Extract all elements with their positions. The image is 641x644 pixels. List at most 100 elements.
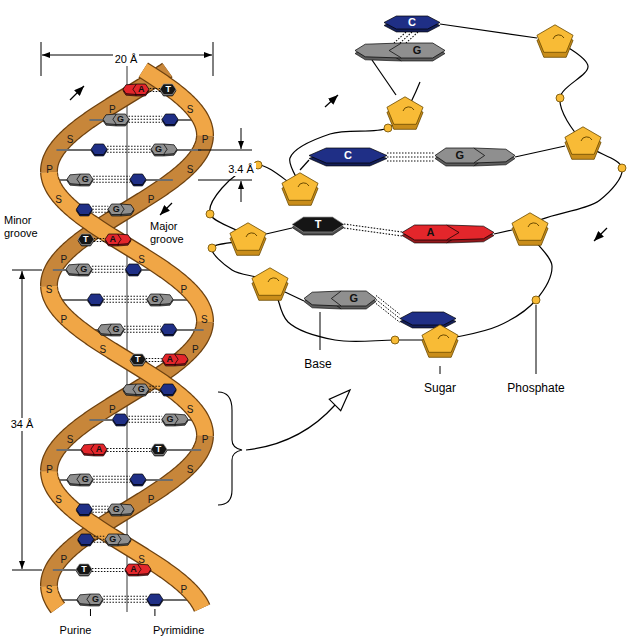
base-stick: [56, 149, 91, 151]
dimension-tick: [12, 270, 42, 271]
backbone-letter: P: [148, 194, 155, 206]
glycosidic-bond: [515, 146, 565, 157]
hydrogen-bond: [103, 296, 146, 297]
sugar-ring: [438, 335, 449, 339]
base-letter: T: [292, 217, 344, 232]
leader-line: [154, 609, 155, 616]
base-face: [147, 594, 163, 605]
base-node: G: [105, 534, 131, 546]
base-face: [162, 354, 178, 365]
pyrimidine-base: [400, 312, 456, 328]
sugar: [282, 173, 318, 201]
backbone-letter: P: [181, 584, 188, 596]
label-holder: S: [138, 549, 145, 567]
base-letter: G: [151, 144, 167, 155]
backbone-ribbon-edge: [49, 286, 205, 436]
base-letter: T: [78, 234, 94, 245]
base-letter: T: [160, 84, 176, 95]
base-node: G: [98, 324, 124, 336]
label-holder: Base: [304, 354, 331, 372]
sugar: [387, 97, 423, 125]
base-letter: A: [125, 564, 141, 575]
base-node: G: [108, 204, 134, 216]
hydrogen-bond: [92, 509, 108, 510]
base-letter: C: [384, 16, 440, 29]
glycosidic-bond: [494, 230, 512, 234]
backbone-letter: S: [187, 464, 194, 476]
dimension-tick: [198, 180, 252, 181]
backbone-letter: S: [187, 104, 194, 116]
hydrogen-bond: [92, 568, 126, 569]
dimension-label: 34 Å: [9, 418, 36, 431]
hydrogen-bond: [400, 32, 412, 43]
hydrogen-bond: [92, 269, 126, 270]
hydrogen-bond: [92, 506, 108, 507]
hydrogen-bond: [376, 304, 400, 323]
hydrogen-bond: [92, 212, 108, 213]
hydrogen-bond: [94, 241, 105, 242]
label-holder: Minor groove: [4, 214, 50, 241]
pyrimidine-base: [76, 204, 92, 216]
hydrogen-bond: [124, 329, 161, 330]
label-holder: S: [187, 99, 194, 117]
base-shape: [103, 114, 129, 126]
sugar-ring: [581, 137, 592, 141]
hydrogen-bond: [394, 32, 406, 43]
base-shape: [147, 294, 173, 306]
sugar: [230, 223, 266, 251]
base-letter: T: [151, 444, 167, 455]
base-letter: A: [133, 84, 149, 95]
dimension-tick: [12, 570, 42, 571]
base-node: T: [76, 564, 92, 576]
base-node: C: [384, 16, 440, 32]
base-letter: G: [133, 384, 149, 395]
hydrogen-bond: [149, 392, 160, 393]
base-type-label: Purine: [60, 624, 92, 637]
backbone-letter: P: [109, 104, 116, 116]
pyrimidine-base: [76, 504, 92, 516]
base-face: [331, 291, 376, 306]
glycosidic-bond: [372, 60, 396, 95]
hydrogen-bond: [103, 299, 146, 300]
label-holder: P: [46, 159, 53, 177]
hydrogen-bond: [103, 602, 146, 603]
hydrogen-bond: [387, 156, 435, 157]
base-face: [125, 564, 141, 575]
base-face: [130, 174, 146, 185]
dimension-label: 3.4 Å: [226, 163, 256, 176]
backbone-letter: S: [187, 404, 194, 416]
glycosidic-bond: [440, 24, 537, 38]
label-holder: S: [201, 309, 208, 327]
base-stick: [167, 449, 202, 451]
pyrimidine-base: [113, 414, 129, 426]
strand-direction-arrow: [70, 86, 84, 100]
base-node: T: [130, 354, 146, 366]
label-holder: S: [55, 489, 62, 507]
part-label: Base: [304, 357, 331, 371]
base-node: G: [108, 504, 134, 516]
backbone-letter: P: [46, 164, 53, 176]
label-holder: Phosphate: [507, 378, 564, 396]
leader-line: [90, 609, 91, 616]
base-face: [151, 444, 167, 455]
base-type-label: Pyrimidine: [153, 624, 204, 637]
part-label: Phosphate: [507, 381, 564, 395]
base-shape: [123, 384, 149, 396]
base-shape: [355, 43, 445, 61]
glycosidic-bond: [266, 228, 292, 234]
label-holder: S: [46, 579, 53, 597]
base-shape: [162, 354, 188, 366]
base-letter: G: [331, 291, 376, 306]
backbone-letter: S: [100, 344, 107, 356]
label-holder: P: [61, 549, 68, 567]
base-face: [400, 312, 456, 325]
backbone-letter: S: [67, 434, 74, 446]
dimension-tick: [41, 42, 42, 76]
sugar-ring: [246, 233, 257, 237]
base-node: G: [66, 264, 92, 276]
pyrimidine-base: [130, 174, 146, 186]
hydrogen-bond: [92, 266, 126, 267]
pyrimidine-base: [87, 294, 103, 306]
